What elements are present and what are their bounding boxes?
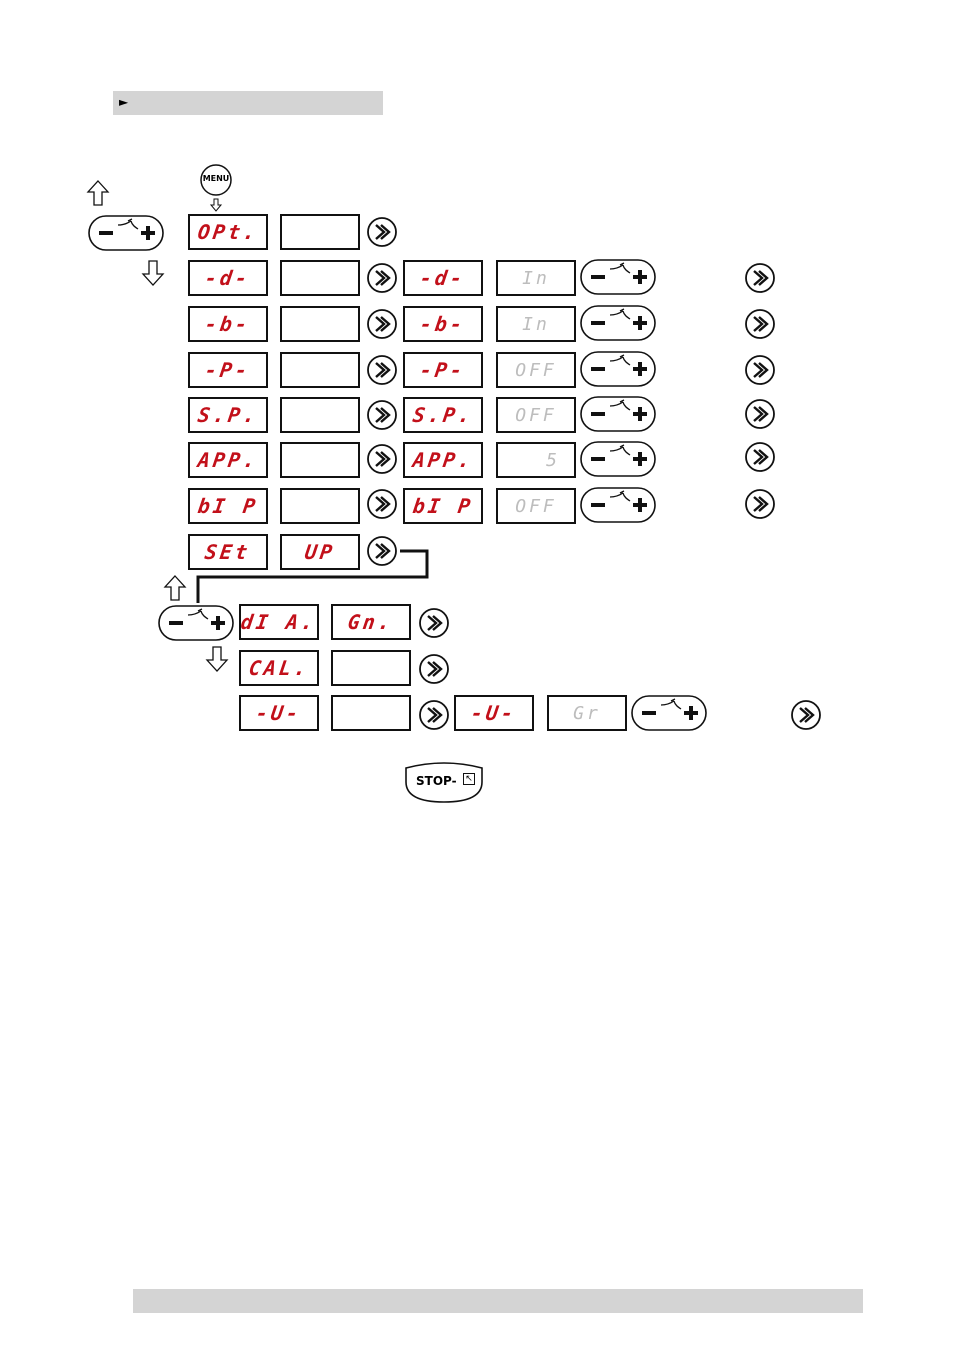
minus-plus-rocker-icon[interactable]: [631, 695, 707, 731]
display-cal-text: CAL.: [247, 656, 311, 680]
stop-escape-icon: ↖: [463, 773, 475, 785]
display-subcode-b: -b-: [403, 306, 483, 342]
display-blank: [280, 352, 360, 388]
menu-button-label: MENU: [200, 174, 232, 183]
display-value-text: 5: [546, 450, 560, 471]
display-code-text: bI P: [196, 494, 260, 518]
display-value-d: In: [496, 260, 576, 296]
display-dia: dI A.: [239, 604, 319, 640]
enter-arrow-icon[interactable]: [419, 700, 449, 730]
display-opt-text: OPt.: [196, 220, 260, 244]
display-opt: OPt.: [188, 214, 268, 250]
enter-arrow-icon[interactable]: [367, 400, 397, 430]
display-code-text: -d-: [204, 266, 252, 290]
stop-button[interactable]: STOP- ↖: [404, 760, 484, 804]
minus-plus-rocker-icon[interactable]: [580, 259, 656, 295]
minus-plus-rocker-icon[interactable]: [158, 605, 234, 641]
display-dia-value-text: Gn.: [347, 610, 395, 634]
display-u-text: -U-: [255, 701, 303, 725]
display-value-p: OFF: [496, 352, 576, 388]
section-marker: ►: [119, 95, 128, 109]
minus-plus-rocker-icon[interactable]: [580, 351, 656, 387]
up-arrow-icon: [164, 575, 186, 601]
display-cal: CAL.: [239, 650, 319, 686]
display-value-text: In: [522, 268, 550, 289]
enter-arrow-icon[interactable]: [367, 263, 397, 293]
stop-button-label: STOP-: [416, 774, 457, 788]
display-value-text: In: [522, 314, 550, 335]
display-code-sp: S.P.: [188, 397, 268, 433]
enter-arrow-icon[interactable]: [367, 217, 397, 247]
display-u: -U-: [239, 695, 319, 731]
display-code-text: S.P.: [196, 403, 260, 427]
display-blank: [331, 650, 411, 686]
display-code-text: -P-: [204, 358, 252, 382]
display-blank: [280, 488, 360, 524]
enter-arrow-icon[interactable]: [367, 444, 397, 474]
display-u-sub-text: -U-: [470, 701, 518, 725]
display-subcode-text: -b-: [419, 312, 467, 336]
section-header-bar: ►: [113, 91, 383, 115]
display-subcode-text: S.P.: [411, 403, 475, 427]
enter-arrow-icon[interactable]: [745, 489, 775, 519]
minus-plus-rocker-icon[interactable]: [580, 396, 656, 432]
display-subcode-d: -d-: [403, 260, 483, 296]
display-subcode-p: -P-: [403, 352, 483, 388]
minus-plus-rocker-icon[interactable]: [580, 305, 656, 341]
display-blank: [280, 442, 360, 478]
display-blank: [280, 260, 360, 296]
enter-arrow-icon[interactable]: [745, 442, 775, 472]
display-code-bip: bI P: [188, 488, 268, 524]
display-subcode-sp: S.P.: [403, 397, 483, 433]
display-blank: [331, 695, 411, 731]
enter-arrow-icon[interactable]: [745, 355, 775, 385]
footer-bar: [133, 1289, 863, 1313]
enter-arrow-icon[interactable]: [745, 309, 775, 339]
display-value-text: OFF: [515, 360, 557, 381]
display-subcode-text: -P-: [419, 358, 467, 382]
display-code-text: -b-: [204, 312, 252, 336]
display-dia-value: Gn.: [331, 604, 411, 640]
display-value-b: In: [496, 306, 576, 342]
menu-down-arrow-icon: [210, 197, 222, 211]
display-subcode-text: APP.: [411, 448, 475, 472]
display-subcode-text: bI P: [411, 494, 475, 518]
enter-arrow-icon[interactable]: [419, 608, 449, 638]
display-value-bip: OFF: [496, 488, 576, 524]
display-value-app: 5: [496, 442, 576, 478]
display-dia-text: dI A.: [240, 610, 319, 634]
display-u-value: Gr: [547, 695, 627, 731]
display-code-d: -d-: [188, 260, 268, 296]
display-blank: [280, 397, 360, 433]
display-blank: [280, 306, 360, 342]
display-u-sub-value-text: Gr: [573, 703, 601, 724]
minus-plus-rocker-icon[interactable]: [580, 441, 656, 477]
enter-arrow-icon[interactable]: [745, 399, 775, 429]
menu-button[interactable]: MENU: [200, 164, 232, 196]
display-subcode-app: APP.: [403, 442, 483, 478]
enter-arrow-icon[interactable]: [791, 700, 821, 730]
display-code-text: APP.: [196, 448, 260, 472]
enter-arrow-icon[interactable]: [367, 355, 397, 385]
down-arrow-icon: [142, 260, 164, 286]
display-subcode-bip: bI P: [403, 488, 483, 524]
minus-plus-rocker-icon[interactable]: [88, 215, 164, 251]
flow-connector-line: [190, 545, 435, 605]
up-arrow-icon: [87, 180, 109, 206]
display-blank: [280, 214, 360, 250]
display-value-sp: OFF: [496, 397, 576, 433]
enter-arrow-icon[interactable]: [367, 489, 397, 519]
enter-arrow-icon[interactable]: [745, 263, 775, 293]
display-code-app: APP.: [188, 442, 268, 478]
enter-arrow-icon[interactable]: [367, 309, 397, 339]
display-code-b: -b-: [188, 306, 268, 342]
down-arrow-icon: [206, 646, 228, 672]
display-u-sub: -U-: [454, 695, 534, 731]
display-code-p: -P-: [188, 352, 268, 388]
display-value-text: OFF: [515, 405, 557, 426]
minus-plus-rocker-icon[interactable]: [580, 487, 656, 523]
display-subcode-text: -d-: [419, 266, 467, 290]
enter-arrow-icon[interactable]: [419, 654, 449, 684]
display-value-text: OFF: [515, 496, 557, 517]
